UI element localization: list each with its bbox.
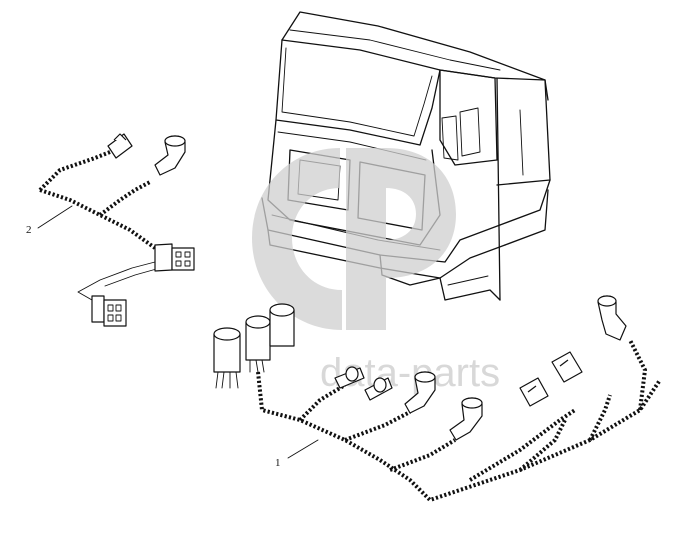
harness-1	[213, 295, 662, 503]
callout-2: 2	[26, 224, 32, 236]
harness-2	[37, 133, 195, 327]
gp-logo-watermark	[252, 148, 456, 330]
callout-1: 1	[275, 457, 281, 469]
